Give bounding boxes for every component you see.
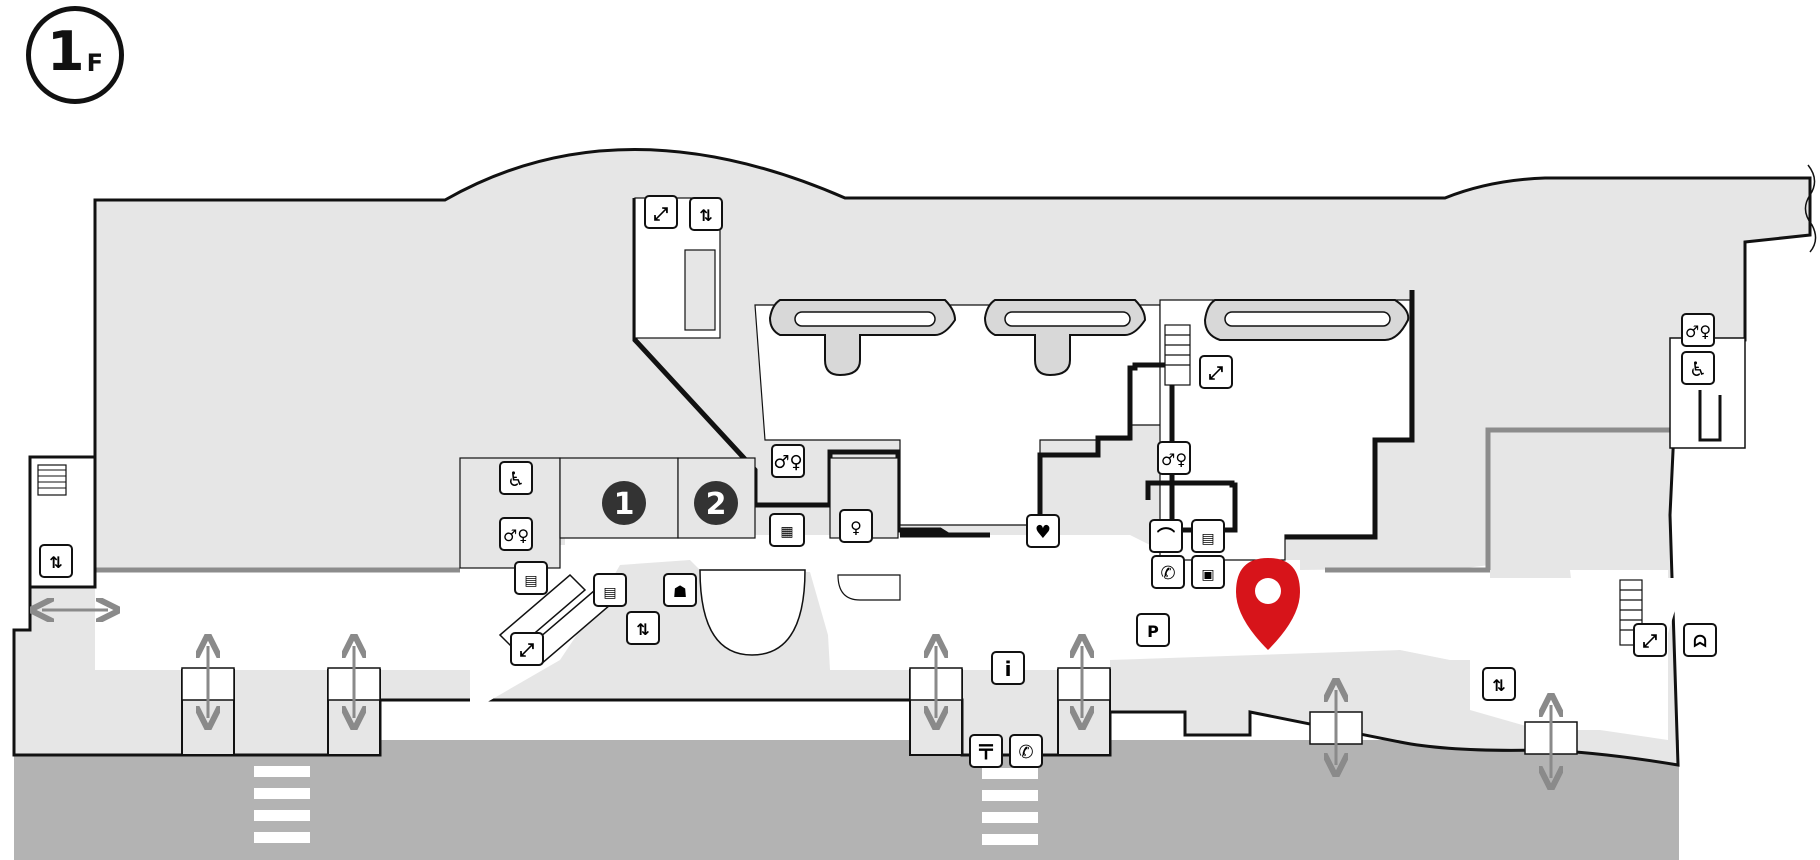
restroom-icon[interactable]: ♂♀ [1681,313,1715,347]
elevator-icon[interactable]: ⇅ [1482,667,1516,701]
svg-text:⤢: ⤢ [1643,631,1658,652]
accessible-restroom-icon[interactable]: ♿ [1681,351,1715,385]
restroom-icon[interactable]: ♂♀ [1157,441,1191,475]
stairs-plaza [837,574,901,601]
svg-text:P: P [1147,622,1159,641]
svg-text:♂♀: ♂♀ [1161,450,1187,469]
current-location-pin-icon[interactable] [1236,558,1300,650]
escalator-center [1164,324,1191,386]
svg-text:♿: ♿ [507,467,525,491]
escalator-icon[interactable]: ⤢ [644,195,678,229]
counter-t-2 [983,299,1147,377]
zone-badge-2 [694,481,738,525]
svg-text:⤢: ⤢ [520,640,535,661]
bicycle-parking-icon[interactable]: ᗣ [1683,623,1717,657]
svg-text:▤: ▤ [1201,531,1214,547]
svg-text:⇅: ⇅ [699,206,712,225]
svg-text:▤: ▤ [524,573,537,589]
atm-icon[interactable]: ▤ [1191,519,1225,553]
post-office-icon[interactable]: 〒 [969,734,1003,768]
restroom-icon[interactable]: ♂♀ [499,517,533,551]
svg-text:⇅: ⇅ [49,553,62,572]
svg-text:♿: ♿ [1689,357,1707,381]
break-mark [1804,164,1817,253]
phone-icon[interactable]: ✆ [1151,555,1185,589]
svg-text:▦: ▦ [780,524,793,540]
escalator-icon[interactable]: ⤢ [510,632,544,666]
floor-letter: F [86,49,103,77]
zone-label-1: 1 [614,487,635,522]
parking-icon[interactable]: P [1136,613,1170,647]
curved-plaza [699,569,806,656]
right-corridor [1470,570,1668,740]
svg-text:✆: ✆ [1160,563,1175,584]
gray-wall-right-upper [1485,427,1670,570]
counter-t-1 [768,299,957,377]
upper-shaft-room [684,249,716,331]
svg-text:⇅: ⇅ [636,620,649,639]
right-stairs [1698,390,1722,442]
restroom-icon[interactable]: ♂♀ [771,444,805,478]
svg-text:♂♀: ♂♀ [773,452,802,473]
crosswalk-center [982,768,1038,845]
entrance-arrows [42,610,1551,778]
svg-text:☗: ☗ [673,582,687,601]
elevator-icon[interactable]: ⇅ [626,611,660,645]
bold-wall-center [1037,362,1175,538]
atm-icon[interactable]: ▤ [514,561,548,595]
entrance-box-d [1057,667,1111,701]
svg-text:♂♀: ♂♀ [1685,322,1711,341]
cloakroom-icon[interactable]: ⌒ [1149,519,1183,553]
svg-text:✆: ✆ [1018,742,1033,763]
vending-machine-icon[interactable]: ▦ [769,513,805,547]
svg-text:♀: ♀ [850,518,862,537]
svg-text:⌒: ⌒ [1157,526,1175,548]
bold-wall-mid [1145,480,1238,533]
restroom-icon[interactable]: ♀ [839,509,873,543]
information-icon[interactable]: i [991,651,1025,685]
floor-badge: 1 F [26,6,124,104]
crosswalk-left [254,766,310,843]
street-lower [14,740,1679,760]
svg-text:▣: ▣ [1201,567,1214,583]
zone-label-2: 2 [706,487,727,522]
elevator-icon[interactable]: ⇅ [39,544,73,578]
svg-text:ᗣ: ᗣ [1693,632,1706,651]
aed-icon[interactable]: ♥ [1026,514,1060,548]
bold-wall-right [1285,290,1415,540]
svg-text:▤: ▤ [603,585,616,601]
phone-icon[interactable]: ✆ [1009,734,1043,768]
escalator-icon[interactable]: ⤢ [1633,623,1667,657]
escalator-icon[interactable]: ⤢ [1199,355,1233,389]
svg-text:i: i [1005,657,1012,681]
svg-text:⤢: ⤢ [1209,363,1224,384]
locker-icon[interactable]: ▣ [1191,555,1225,589]
elevator-icon[interactable]: ⇅ [689,197,723,231]
svg-text:〒: 〒 [976,740,996,764]
reception-icon[interactable]: ☗ [663,573,697,607]
left-stairs [37,464,67,496]
svg-text:♥: ♥ [1035,522,1051,543]
accessible-restroom-icon[interactable]: ♿ [499,461,533,495]
floor-number: 1 [47,20,85,83]
atm-icon[interactable]: ▤ [593,573,627,607]
svg-text:♂♀: ♂♀ [503,526,529,545]
svg-text:⤢: ⤢ [654,204,669,225]
zone-badge-1 [602,481,646,525]
svg-text:⇅: ⇅ [1492,676,1505,695]
counter-long [1203,299,1410,341]
